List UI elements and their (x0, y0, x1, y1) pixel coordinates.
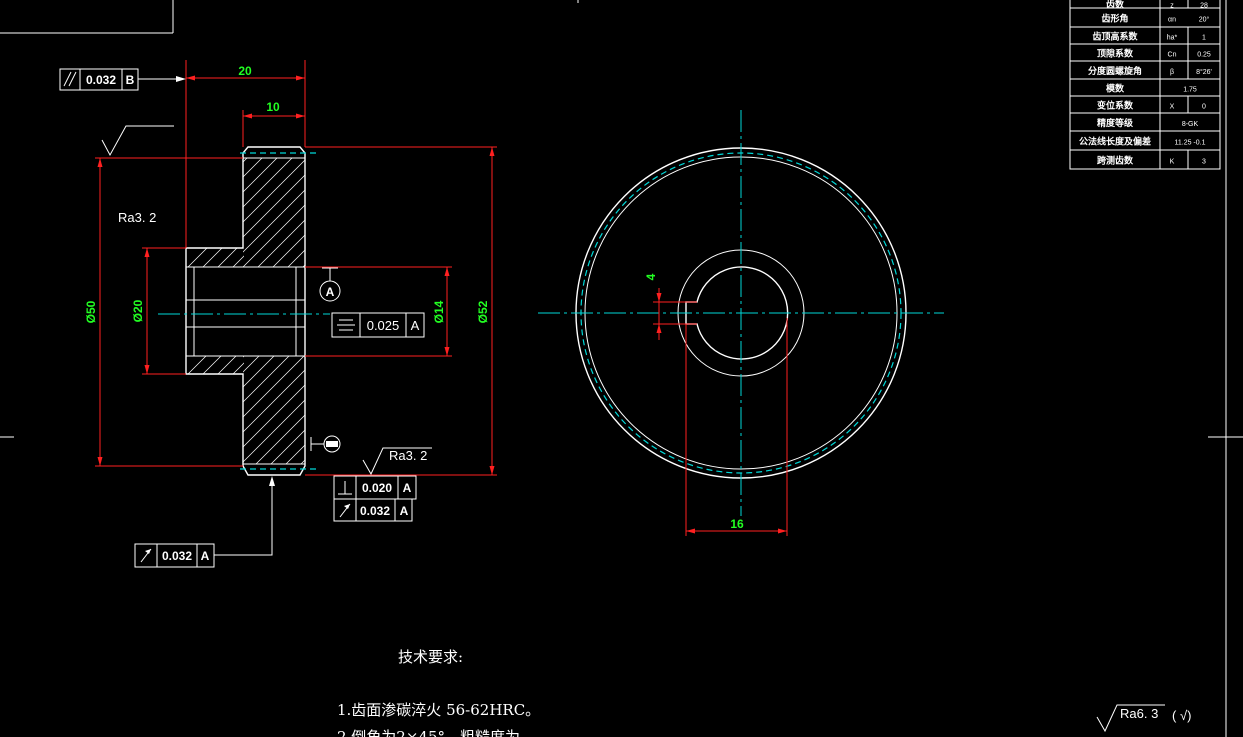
tolerance-runout-face: 0.032 A (333, 498, 413, 522)
param-symbol: X (1170, 104, 1175, 111)
param-value: 8°26' (1196, 68, 1212, 76)
param-label: 模数 (1106, 83, 1125, 94)
param-value: 11.25 -0.1 (1174, 140, 1205, 147)
param-label: 齿顶高系数 (1092, 31, 1138, 42)
hatch-upper (243, 158, 305, 267)
param-symbol: K (1170, 159, 1175, 166)
param-label: 分度圆螺旋角 (1088, 65, 1142, 76)
runout-face-value: 0.032 (360, 504, 390, 518)
param-symbol: ha* (1167, 35, 1178, 42)
general-roughness-value: Ra6. 3 (1120, 706, 1158, 721)
roughness-bottom-label: Ra3. 2 (389, 448, 427, 463)
symmetry-value: 0.025 (367, 318, 400, 333)
param-value: 20° (1199, 16, 1210, 24)
tolerance-symmetry: 0.025 A (331, 312, 425, 338)
tolerance-perpendicularity: 0.020 A (333, 475, 417, 500)
perpendicularity-datum: A (403, 481, 412, 495)
hatch-lower (243, 356, 305, 464)
dim-keyway: Ø14 (432, 300, 446, 323)
param-label: 跨测齿数 (1097, 155, 1134, 166)
param-value: 1.75 (1183, 87, 1197, 94)
param-value: 8-GK (1182, 121, 1199, 128)
param-symbol: z (1170, 3, 1174, 10)
parameter-table: 齿数 z 28 齿形角 αn 20° 齿顶高系数 ha* 1 顶隙系数 Cn 0.25 分度圆螺旋角 β 8… (1069, 0, 1221, 170)
datum-b-symbol (310, 435, 341, 453)
dim-width-total: 20 (238, 64, 252, 78)
dim-bore-width: 16 (730, 517, 744, 531)
param-label: 公法线长度及偏差 (1079, 136, 1151, 147)
dim-keyway-width: 4 (644, 273, 658, 280)
param-value: 1 (1202, 35, 1206, 42)
tolerance-runout-radial: 0.032 A (134, 476, 275, 568)
dim-width-hub: 10 (266, 100, 280, 114)
param-label: 齿形角 (1101, 13, 1128, 24)
tech-requirement-1: 1.齿面渗碳淬火 56-62HRC。 (337, 701, 540, 719)
perpendicularity-value: 0.020 (362, 481, 392, 495)
runout-radial-value: 0.032 (162, 549, 192, 563)
param-symbol: αn (1168, 17, 1176, 24)
param-label: 齿数 (1106, 0, 1125, 10)
datum-a-symbol: A (319, 267, 341, 302)
general-roughness: Ra6. 3 ( √) (1096, 704, 1191, 733)
param-value: 3 (1202, 159, 1206, 166)
param-symbol: Cn (1168, 52, 1177, 59)
roughness-symbol-bottom: Ra3. 2 (362, 447, 432, 476)
parallelism-value: 0.032 (86, 73, 116, 87)
front-view: 4 16 (538, 110, 944, 536)
tech-requirement-2: 2.倒角为2×45°，粗糙度为 (337, 728, 520, 737)
param-value: 0 (1202, 104, 1206, 111)
datum-a-label: A (326, 285, 335, 299)
dim-tip-diameter: Ø50 (84, 300, 98, 323)
dim-bore-diameter: Ø20 (131, 299, 145, 322)
param-label: 变位系数 (1097, 100, 1134, 111)
param-value: 0.25 (1197, 52, 1211, 59)
runout-face-datum: A (400, 504, 409, 518)
symmetry-datum: A (411, 318, 420, 333)
parallelism-datum: B (126, 73, 135, 87)
roughness-left-label: Ra3. 2 (118, 210, 156, 225)
section-view: 20 10 Ø50 Ø20 Ø14 Ø52 (59, 60, 497, 568)
dim-gear-diameter: Ø52 (476, 300, 490, 323)
tech-requirements-title: 技术要求: (398, 648, 463, 666)
roughness-symbol-left: Ra3. 2 (101, 125, 174, 225)
tolerance-parallelism: 0.032 B (59, 68, 186, 91)
general-roughness-suffix: ( √) (1172, 708, 1191, 723)
param-label: 精度等级 (1097, 117, 1134, 128)
param-value: 28 (1200, 3, 1208, 10)
param-symbol: β (1170, 69, 1174, 76)
param-label: 顶隙系数 (1097, 48, 1134, 59)
runout-radial-datum: A (201, 549, 210, 563)
